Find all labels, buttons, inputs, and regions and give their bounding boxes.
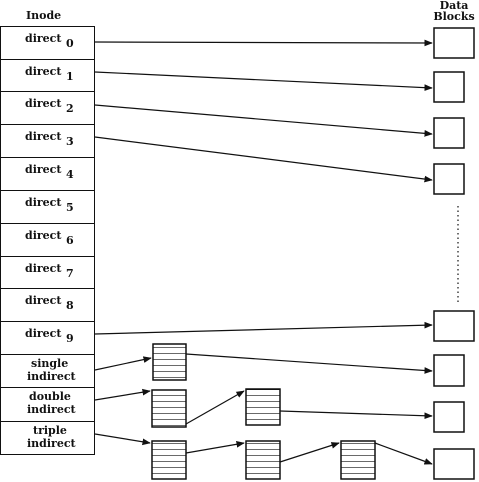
slot-label: single indirect (27, 357, 76, 383)
inode-slot-direct-4: direct 4 (1, 158, 94, 191)
pointer-single-to-data (185, 353, 433, 374)
slot-label: triple indirect (27, 424, 76, 450)
inode-slot-direct-1: direct 1 (1, 60, 94, 92)
slot-label: direct (25, 262, 62, 275)
pointer-direct-3 (94, 136, 433, 183)
inode-slot-direct-2: direct 2 (1, 92, 94, 125)
data-block-6 (433, 354, 465, 387)
slot-label-line-1: triple (33, 424, 67, 437)
double-indirect-block-2 (245, 388, 281, 426)
pointer-direct-1 (94, 71, 433, 91)
data-block-3 (433, 117, 465, 149)
slot-label: direct (25, 32, 62, 45)
slot-label: direct (25, 65, 62, 78)
triple-indirect-block-1 (151, 440, 187, 480)
slot-label-line-2: indirect (27, 403, 76, 416)
pointer-triple-2-to-3 (279, 442, 340, 463)
inode-slot-direct-9: direct 9 (1, 322, 94, 355)
slot-index: 2 (66, 102, 74, 115)
pointer-triple-to-data (374, 442, 433, 465)
data-block-1 (433, 27, 475, 59)
slot-index: 6 (66, 234, 74, 247)
inode-slot-direct-7: direct 7 (1, 257, 94, 289)
pointer-single-indirect (94, 356, 152, 371)
slot-label: direct (25, 294, 62, 307)
pointer-double-to-data (279, 410, 433, 420)
slot-label-line-2: indirect (27, 437, 76, 450)
slot-label: direct (25, 196, 62, 209)
data-blocks-title-line-1: Data (439, 0, 469, 12)
inode-slot-direct-8: direct 8 (1, 289, 94, 322)
pointer-direct-2 (94, 104, 433, 137)
double-indirect-block-1 (151, 389, 187, 428)
triple-indirect-block-2 (245, 440, 281, 480)
inode-slot-single-indirect: single indirect (1, 355, 94, 388)
inode-slot-double-indirect: double indirect (1, 388, 94, 422)
slot-label: direct (25, 97, 62, 110)
inode-slot-direct-6: direct 6 (1, 224, 94, 257)
triple-indirect-block-3 (340, 440, 376, 480)
data-blocks-title-line-2: Blocks (433, 10, 475, 23)
slot-index: 0 (66, 37, 74, 50)
slot-index: 3 (66, 135, 74, 148)
slot-label: direct (25, 163, 62, 176)
inode-slot-direct-3: direct 3 (1, 125, 94, 158)
pointer-triple-1-to-2 (185, 440, 245, 454)
slot-label-line-1: double (29, 390, 71, 403)
data-block-5 (433, 310, 475, 342)
slot-index: 8 (66, 299, 74, 312)
inode-slot-direct-5: direct 5 (1, 191, 94, 224)
pointer-double-1-to-2 (185, 390, 245, 425)
inode-title: Inode (26, 9, 62, 22)
data-block-2 (433, 71, 465, 103)
slot-label: direct (25, 327, 62, 340)
slot-label: direct (25, 229, 62, 242)
slot-label: double indirect (27, 390, 76, 416)
pointer-double-indirect (94, 388, 151, 401)
pointer-triple-indirect (94, 433, 151, 446)
slot-index: 4 (66, 168, 74, 181)
inode-table: direct 0 direct 1 direct 2 direct 3 dire… (0, 26, 95, 455)
slot-index: 1 (66, 70, 74, 83)
inode-slot-direct-0: direct 0 (1, 27, 94, 60)
slot-label-line-1: single (31, 357, 69, 370)
data-block-7 (433, 401, 465, 433)
slot-index: 7 (66, 267, 74, 280)
pointer-direct-9 (94, 321, 433, 335)
slot-label: direct (25, 130, 62, 143)
single-indirect-block (152, 343, 187, 381)
data-blocks-title: Data Blocks (424, 0, 479, 22)
slot-label-line-2: indirect (27, 370, 76, 383)
inode-slot-triple-indirect: triple indirect (1, 422, 94, 456)
data-block-8 (433, 448, 475, 480)
slot-index: 5 (66, 201, 74, 214)
data-block-4 (433, 163, 465, 195)
pointer-direct-0 (94, 39, 433, 47)
slot-index: 9 (66, 332, 74, 345)
